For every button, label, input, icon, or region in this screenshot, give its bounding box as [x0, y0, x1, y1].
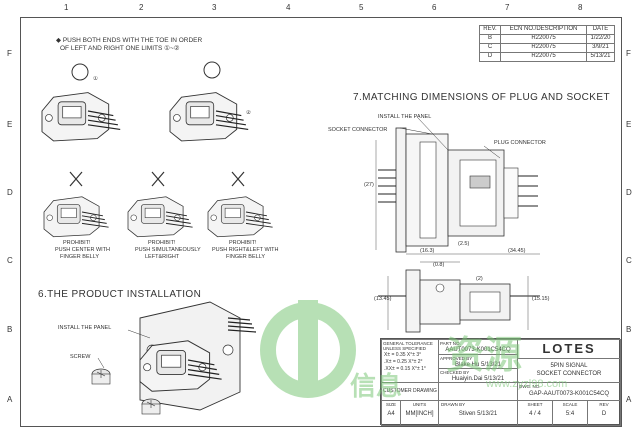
- row-label-right: C: [626, 256, 632, 265]
- prohibit-3-label: PROHIBIT!: [229, 240, 257, 246]
- row-label-right: F: [626, 49, 631, 58]
- company-box: LOTES: [517, 339, 621, 359]
- title-block: GENERAL TOLERANCE UNLESS SPECIFIED X± = …: [380, 338, 621, 426]
- screw-icon: [141, 398, 161, 415]
- screw-icon: [91, 368, 111, 385]
- screw-label: SCREW: [70, 354, 91, 360]
- callout-1: ①: [93, 76, 98, 82]
- dim-15-15: (15.15): [532, 296, 550, 302]
- prohibit-3-label: PUSH RIGHT&LEFT WITH: [212, 247, 279, 253]
- socket-connector-label: SOCKET CONNECTOR: [328, 127, 388, 133]
- col-label-top: 4: [286, 3, 291, 12]
- dim-2-5: (2.5): [458, 241, 470, 247]
- col-label-top: 8: [578, 3, 583, 12]
- ok-mark: [71, 63, 89, 81]
- row-label-left: B: [7, 325, 13, 334]
- row-label-left: E: [7, 120, 13, 129]
- prohibit-2-label: PUSH SIMULTANEOUSLY: [135, 247, 201, 253]
- prohibit-1-label: PUSH CENTER WITH: [55, 247, 110, 253]
- row-label-left: F: [7, 49, 12, 58]
- col-label-top: 1: [64, 3, 69, 12]
- prohibit-1-label: FINGER BELLY: [60, 254, 100, 260]
- watermark-logo: [260, 300, 356, 398]
- dim-13-45: (13.45): [374, 296, 392, 302]
- watermark-text: 资源: [446, 335, 523, 377]
- drawn-box: DRAWN BY Stiven 5/13/21: [438, 400, 518, 426]
- row-label-right: E: [626, 120, 632, 129]
- prohibit-mark: [231, 171, 245, 187]
- prohibit-2-label: PROHIBIT!: [148, 240, 176, 246]
- units-box: UNITS MM[INCH]: [400, 400, 439, 426]
- dim-16-3: (16.3): [420, 248, 435, 254]
- prohibit-2-label: LEFT&RIGHT: [145, 254, 180, 260]
- row-label-left: C: [7, 256, 13, 265]
- ok-mark: [203, 61, 221, 79]
- section6-title: 6.THE PRODUCT INSTALLATION: [38, 289, 202, 300]
- col-label-top: 2: [139, 3, 144, 12]
- prohibit-3-label: FINGER BELLY: [226, 254, 266, 260]
- scale-box: SCALE 5:4: [552, 400, 588, 426]
- dim-27: (27): [364, 182, 374, 188]
- col-label-top: 3: [212, 3, 217, 12]
- prohibit-mark: [151, 171, 165, 187]
- company-logo: LOTES: [542, 341, 596, 356]
- dim-34-45: (34.45): [508, 248, 526, 254]
- prohibit-mark: [69, 171, 83, 187]
- size-box: SIZE A4: [381, 400, 401, 426]
- push-note-line2: OF LEFT AND RIGHT ONE LIMITS ①~②: [60, 45, 180, 52]
- drawing-border: [20, 17, 622, 427]
- plug-connector-label: PLUG CONNECTOR: [494, 140, 546, 146]
- sheet-box: SHEET 4 / 4: [517, 400, 553, 426]
- rev-box: REV D: [587, 400, 621, 426]
- prohibit-1-label: PROHIBIT!: [63, 240, 91, 246]
- callout-2: ②: [246, 110, 251, 116]
- row-label-right: A: [626, 395, 632, 404]
- watermark-text: 信息: [350, 371, 403, 401]
- col-label-top: 5: [359, 3, 364, 12]
- row-label-right: D: [626, 188, 632, 197]
- row-label-right: B: [626, 325, 632, 334]
- col-label-top: 7: [505, 3, 510, 12]
- row-label-left: A: [7, 395, 13, 404]
- date-cell: 5/13/21: [586, 52, 615, 62]
- row-label-left: D: [7, 188, 13, 197]
- tolerance-box: GENERAL TOLERANCE UNLESS SPECIFIED X± = …: [381, 339, 439, 383]
- revision-table: REV. ECN NO./DESCRIPTION DATE B R220075 …: [479, 25, 615, 63]
- watermark-url: www.zyzl98.com: [486, 378, 568, 390]
- col-label-top: 6: [432, 3, 437, 12]
- section7-install-panel-label: INSTALL THE PANEL: [378, 114, 432, 120]
- section7-title: 7.MATCHING DIMENSIONS OF PLUG AND SOCKET: [353, 92, 610, 103]
- dim-2: (2): [476, 276, 483, 282]
- dim-0-8: (0.8): [433, 262, 445, 268]
- push-note-line1: ◆ PUSH BOTH ENDS WITH THE TOE IN ORDER: [56, 37, 203, 44]
- section6-install-panel-label: INSTALL THE PANEL: [58, 325, 112, 331]
